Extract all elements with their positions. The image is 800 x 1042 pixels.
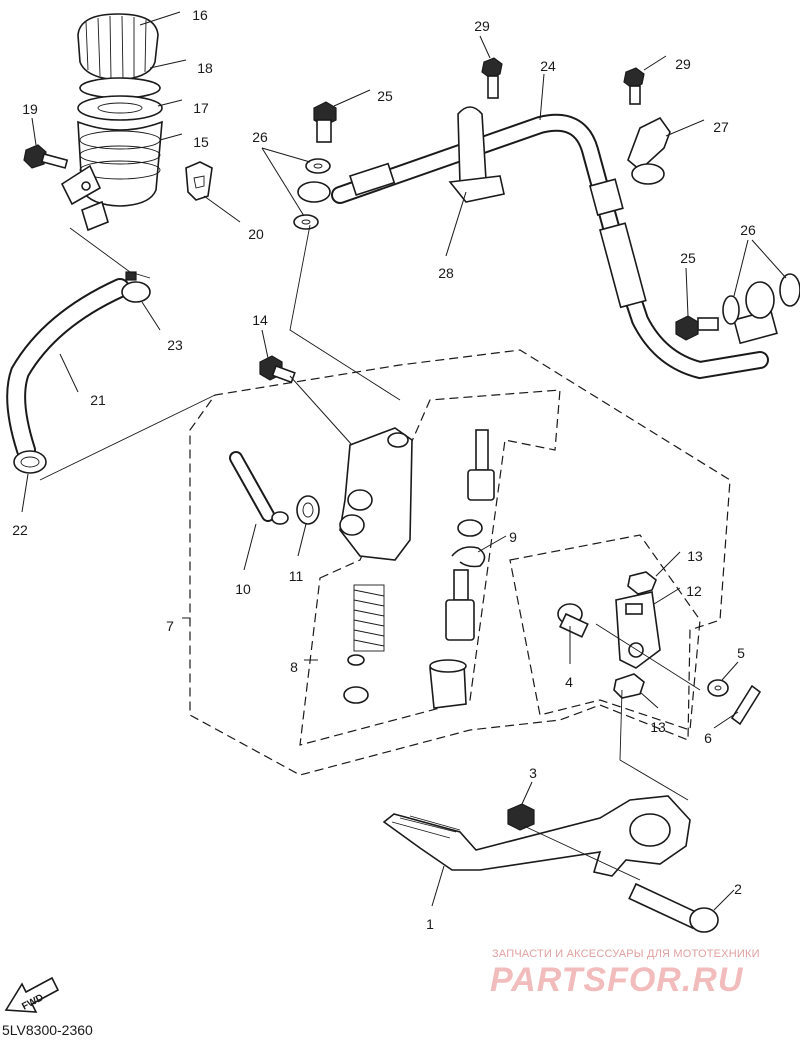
brake-pedal-1 bbox=[382, 795, 691, 877]
callout-24: 24 bbox=[540, 58, 556, 74]
piston-8 bbox=[429, 569, 475, 709]
assembly-lines bbox=[39, 224, 701, 881]
callout-25: 25 bbox=[680, 250, 696, 266]
callout-10: 10 bbox=[235, 581, 251, 597]
assembly-outline-8 bbox=[299, 389, 561, 746]
leader-lines bbox=[21, 11, 787, 911]
callout-17: 17 bbox=[193, 100, 209, 116]
master-cylinder-bolt-14 bbox=[259, 355, 296, 384]
callout-13: 13 bbox=[650, 719, 666, 735]
callout-26: 26 bbox=[740, 222, 756, 238]
pedal-nut-3 bbox=[507, 803, 535, 831]
diagram-part-code: 5LV8300-2360 bbox=[2, 1022, 93, 1038]
assembly-outline-7 bbox=[189, 349, 731, 776]
callout-16: 16 bbox=[192, 7, 208, 23]
hose-bolt-29b bbox=[623, 67, 645, 105]
callout-25: 25 bbox=[377, 88, 393, 104]
callout-26: 26 bbox=[252, 129, 268, 145]
callout-5: 5 bbox=[737, 645, 745, 661]
union-bolt-25b bbox=[675, 315, 719, 341]
callout-22: 22 bbox=[12, 522, 28, 538]
push-rod bbox=[457, 429, 495, 537]
callout-13: 13 bbox=[687, 548, 703, 564]
callout-numbers: 1234567891011121313141516171819202122232… bbox=[12, 7, 756, 932]
reservoir-plate-17 bbox=[77, 95, 163, 121]
o-ring-11 bbox=[296, 495, 320, 525]
hose-bolt-29 bbox=[481, 57, 503, 99]
gasket-26b bbox=[722, 273, 800, 325]
callout-23: 23 bbox=[167, 337, 183, 353]
reservoir-body-15 bbox=[60, 120, 163, 232]
callout-8: 8 bbox=[290, 659, 298, 675]
reservoir-cap-16 bbox=[77, 13, 159, 81]
watermark-brand: PARTSFOR.RU bbox=[490, 961, 744, 999]
hose-bracket-28 bbox=[448, 106, 505, 203]
washer-5 bbox=[707, 679, 729, 697]
callout-20: 20 bbox=[248, 226, 264, 242]
callout-19: 19 bbox=[22, 101, 38, 117]
callout-29: 29 bbox=[675, 56, 691, 72]
callout-29: 29 bbox=[474, 18, 490, 34]
callout-6: 6 bbox=[704, 730, 712, 746]
union-bolt-25 bbox=[313, 101, 337, 143]
inlet-pipe-10 bbox=[229, 451, 289, 525]
spring bbox=[343, 584, 385, 704]
master-cylinder-body bbox=[339, 427, 413, 561]
callout-14: 14 bbox=[252, 312, 268, 328]
fwd-direction-arrow: FWD bbox=[4, 976, 60, 1013]
brake-hose-24 bbox=[331, 113, 778, 380]
clevis-pin-4 bbox=[557, 603, 589, 638]
reservoir-bolt-19 bbox=[23, 144, 69, 169]
callout-4: 4 bbox=[565, 674, 573, 690]
watermark-tagline: ЗАПЧАСТИ И АКСЕССУАРЫ ДЛЯ МОТОТЕХНИКИ bbox=[492, 948, 760, 960]
clevis-12 bbox=[615, 591, 661, 669]
callout-28: 28 bbox=[438, 265, 454, 281]
gasket-26 bbox=[293, 158, 331, 230]
callout-1: 1 bbox=[426, 916, 434, 932]
callout-11: 11 bbox=[289, 568, 304, 584]
reservoir-diaphragm-18 bbox=[79, 77, 161, 99]
callout-3: 3 bbox=[529, 765, 537, 781]
callout-27: 27 bbox=[713, 119, 729, 135]
callout-12: 12 bbox=[686, 583, 702, 599]
nut-13 bbox=[613, 571, 657, 699]
hose-clamp-23 bbox=[121, 271, 151, 303]
bracket-clip-20 bbox=[185, 161, 213, 201]
callout-21: 21 bbox=[90, 392, 106, 408]
circlip-9 bbox=[451, 546, 486, 568]
assembly-outline-12 bbox=[509, 534, 701, 731]
callout-9: 9 bbox=[509, 529, 517, 545]
callout-15: 15 bbox=[193, 134, 209, 150]
hose-guide-27 bbox=[627, 116, 671, 185]
callout-7: 7 bbox=[166, 618, 174, 634]
hose-clamp-22 bbox=[13, 450, 47, 474]
cotter-pin-6 bbox=[730, 684, 762, 726]
reservoir-hose-21 bbox=[6, 278, 130, 460]
callout-2: 2 bbox=[734, 881, 742, 897]
pedal-pin-2 bbox=[628, 882, 719, 933]
callout-18: 18 bbox=[197, 60, 213, 76]
